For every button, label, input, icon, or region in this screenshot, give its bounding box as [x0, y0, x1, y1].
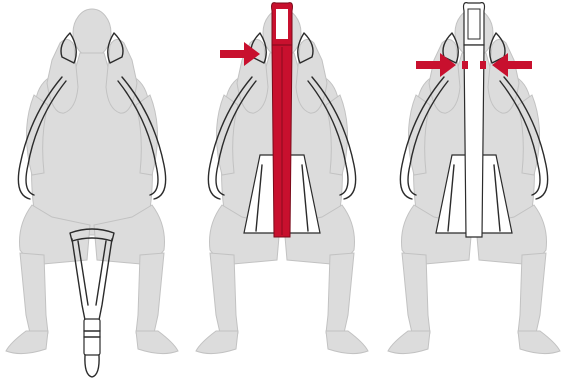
seated-person-figure: [6, 9, 178, 354]
clip-highlight-left: [462, 61, 468, 69]
red-strap-highlight: [272, 3, 293, 237]
panel-3: [388, 3, 560, 354]
clip-highlight-right: [480, 61, 486, 69]
panel-1: [6, 9, 178, 377]
panel-2: [196, 3, 368, 354]
white-strap: [464, 3, 485, 237]
